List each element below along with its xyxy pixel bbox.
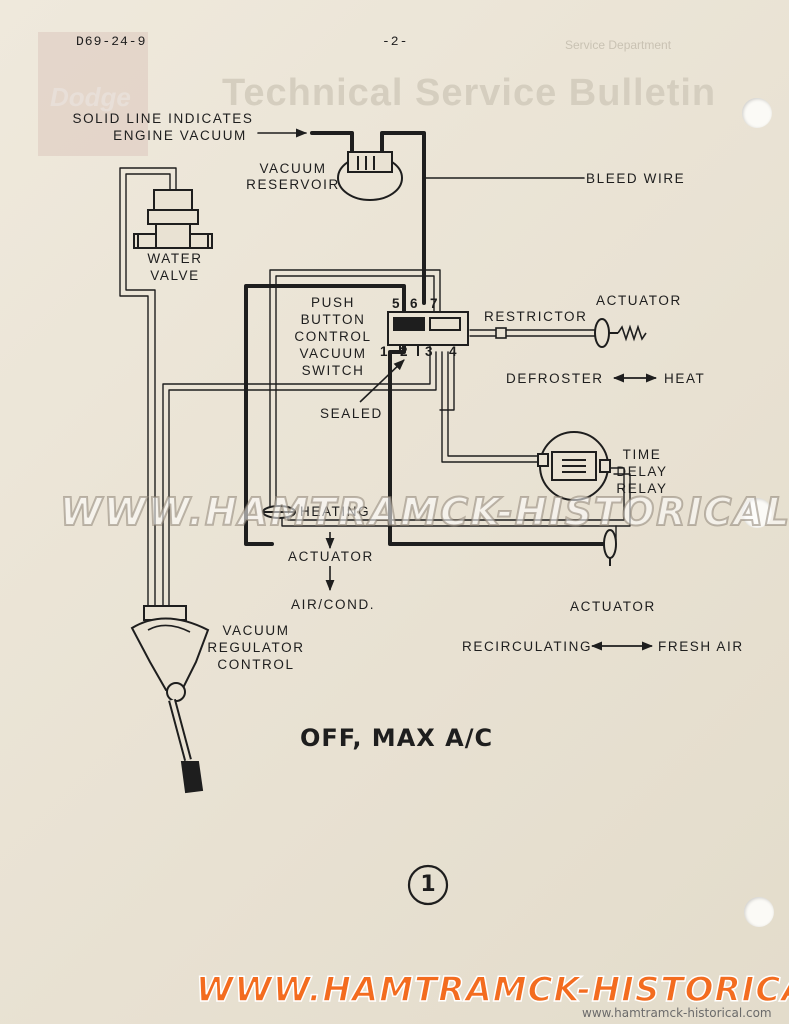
label-vacuum-regulator-1: VACUUM bbox=[222, 623, 290, 638]
port-2: 2 bbox=[400, 344, 410, 359]
binder-hole-top bbox=[742, 98, 772, 128]
label-heating: HEATING bbox=[300, 504, 371, 519]
label-time-delay-3: RELAY bbox=[616, 481, 668, 496]
watermark-bottom: WWW.HAMTRAMCK-HISTORICAL.COM bbox=[195, 969, 789, 1011]
binder-hole-middle bbox=[742, 498, 772, 528]
label-actuator-mid: ACTUATOR bbox=[288, 549, 374, 564]
bleed-title: Technical Service Bulletin bbox=[222, 72, 717, 114]
bleed-logo-box bbox=[38, 32, 148, 156]
port-6: 6 bbox=[410, 296, 420, 311]
label-solid-line-2: ENGINE VACUUM bbox=[113, 128, 247, 143]
bleed-logo-text: Dodge bbox=[50, 82, 131, 112]
label-push-button-1: PUSH bbox=[311, 295, 355, 310]
direction-arrows bbox=[325, 373, 658, 651]
label-push-button-3: CONTROL bbox=[294, 329, 372, 344]
label-air-cond: AIR/COND. bbox=[291, 597, 376, 612]
actuator-heating bbox=[262, 505, 296, 519]
sealed-pointer bbox=[359, 359, 405, 403]
label-time-delay-2: DELAY bbox=[616, 464, 668, 479]
label-vacuum-reservoir-2: RESERVOIR bbox=[246, 177, 340, 192]
port-5: 5 bbox=[392, 296, 402, 311]
actuator-defroster bbox=[594, 318, 647, 348]
label-water-valve-2: VALVE bbox=[150, 268, 200, 283]
label-actuator-right: ACTUATOR bbox=[570, 599, 656, 614]
port-1: 1 bbox=[380, 344, 390, 359]
port-3: 3 bbox=[425, 344, 435, 359]
label-defroster: DEFROSTER bbox=[506, 371, 604, 386]
time-delay-relay bbox=[537, 431, 611, 501]
actuator-recirc bbox=[603, 529, 617, 566]
vacuum-reservoir bbox=[337, 151, 403, 201]
restrictor-fitting bbox=[495, 327, 507, 339]
label-time-delay-1: TIME bbox=[622, 447, 662, 462]
label-bleed-wire: BLEED WIRE bbox=[586, 171, 686, 186]
label-recirculating: RECIRCULATING bbox=[462, 639, 593, 654]
port-7: 7 bbox=[430, 296, 440, 311]
label-push-button-4: VACUUM bbox=[299, 346, 367, 361]
binder-hole-bottom bbox=[744, 897, 774, 927]
label-water-valve-1: WATER bbox=[147, 251, 203, 266]
figure-number-circle bbox=[407, 864, 449, 906]
watermark-bottom-small: www.hamtramck-historical.com bbox=[582, 1006, 772, 1020]
engine-vacuum-lines bbox=[244, 131, 607, 546]
push-button-switch bbox=[387, 311, 469, 356]
page-number: -2- bbox=[382, 34, 409, 49]
figure-number: 1 bbox=[420, 872, 436, 897]
water-valve bbox=[133, 189, 213, 249]
doc-number: D69-24-9 bbox=[76, 34, 147, 49]
bleed-dept: Service Department bbox=[565, 38, 672, 52]
label-fresh-air: FRESH AIR bbox=[658, 639, 744, 654]
label-restrictor: RESTRICTOR bbox=[484, 309, 588, 324]
label-vacuum-reservoir-1: VACUUM bbox=[259, 161, 327, 176]
label-solid-line-1: SOLID LINE INDICATES bbox=[72, 111, 254, 126]
label-vacuum-regulator-3: CONTROL bbox=[217, 657, 295, 672]
mode-title: OFF, MAX A/C bbox=[300, 724, 494, 752]
label-vacuum-regulator-2: REGULATOR bbox=[207, 640, 305, 655]
label-push-button-5: SWITCH bbox=[301, 363, 365, 378]
label-actuator-top: ACTUATOR bbox=[596, 293, 682, 308]
port-4: 4 bbox=[449, 344, 459, 359]
label-push-button-2: BUTTON bbox=[300, 312, 366, 327]
watermark-center: WWW.HAMTRAMCK-HISTORICAL.COM bbox=[59, 489, 789, 535]
vacuum-regulator-control bbox=[130, 605, 210, 794]
label-sealed: SEALED bbox=[320, 406, 383, 421]
label-heat: HEAT bbox=[664, 371, 706, 386]
